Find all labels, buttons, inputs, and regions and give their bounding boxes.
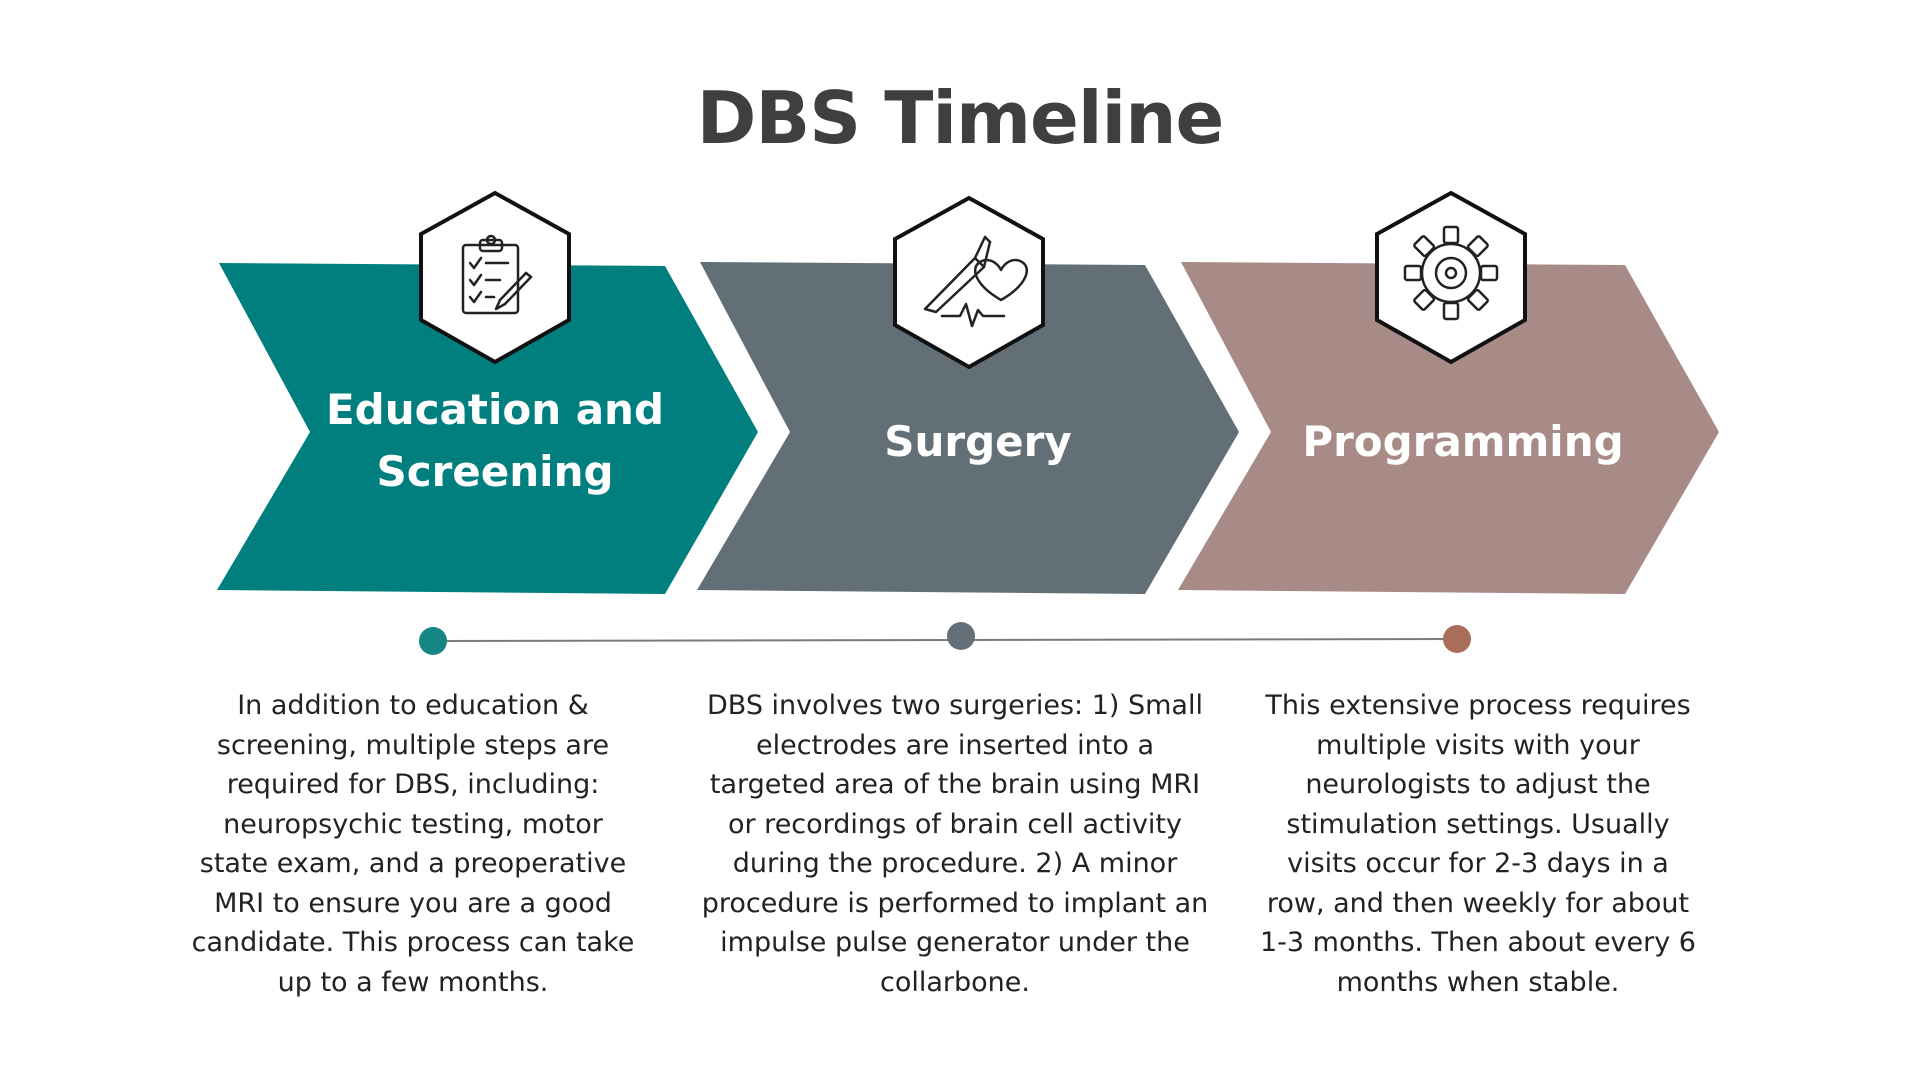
stage-arrow-education: [217, 263, 758, 594]
timeline-dot-education: [419, 627, 447, 655]
stage-label-surgery: Surgery: [884, 417, 1072, 466]
hexagon-badge-education: [419, 190, 571, 365]
stage-description-surgery: DBS involves two surgeries: 1) Small ele…: [701, 690, 1209, 998]
stage-description-education: In addition to education & screening, mu…: [191, 690, 635, 998]
timeline-line: [432, 638, 1458, 642]
stage-arrow-surgery: [697, 262, 1239, 594]
gear-icon: [1403, 225, 1499, 321]
timeline-dot-programming: [1443, 625, 1471, 653]
clipboard-checklist-icon: [461, 234, 533, 315]
stage-label-education: Education and Screening: [305, 379, 685, 503]
timeline-dot-surgery: [947, 622, 975, 650]
stage-arrow-programming: [1178, 262, 1719, 594]
stage-label-education-line2: Screening: [376, 447, 614, 496]
stage-label-education-line1: Education and: [325, 385, 665, 434]
scalpel-heart-icon: [923, 235, 1028, 328]
stage-description-programming: This extensive process requires multiple…: [1260, 690, 1696, 998]
stage-label-programming: Programming: [1302, 417, 1624, 466]
page-title: DBS Timeline: [696, 76, 1225, 160]
